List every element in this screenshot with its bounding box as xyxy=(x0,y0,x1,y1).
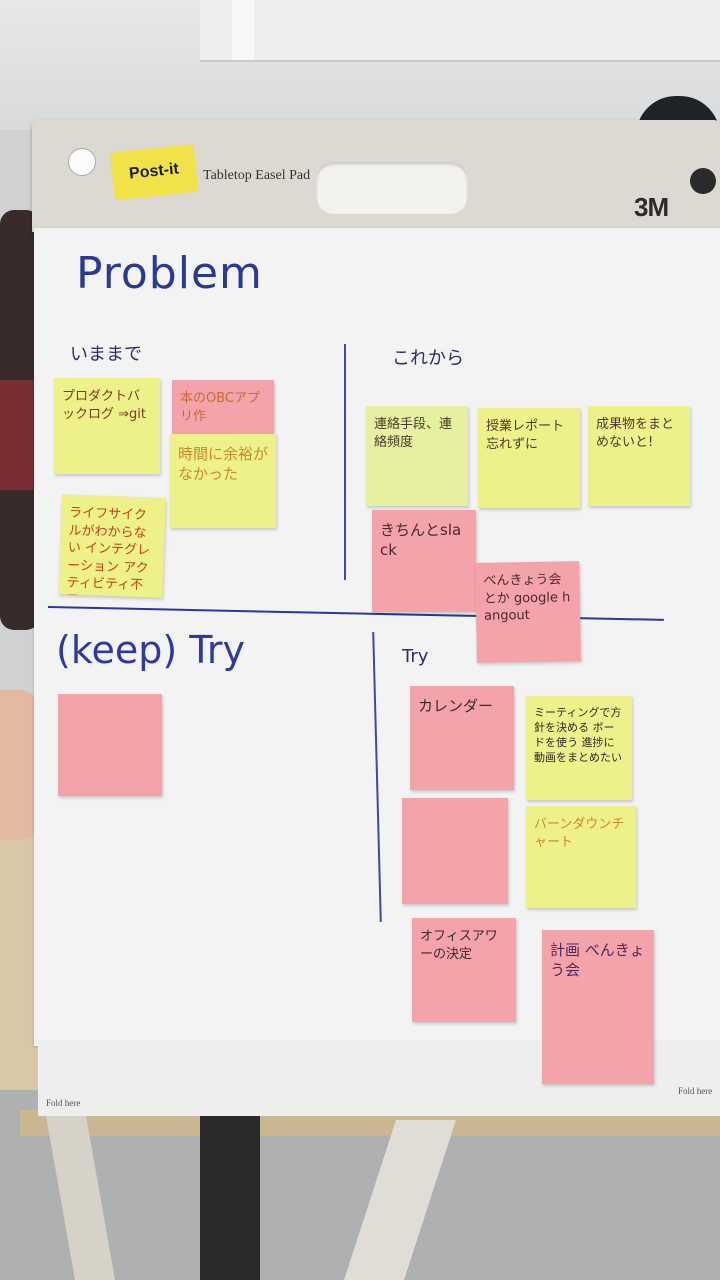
note-text: 本のOBCアプリ作 xyxy=(180,391,260,424)
section-past-label: いままで xyxy=(70,344,142,365)
note-text: 成果物をまとめないと! xyxy=(596,417,675,450)
board-title: Problem xyxy=(76,248,263,299)
fold-label-right: Fold here xyxy=(678,1086,713,1096)
sticky-note[interactable]: バーンダウンチャート xyxy=(526,806,636,908)
note-text: 授業レポート忘れずに xyxy=(486,419,565,452)
note-text: 計画 べんきょう会 xyxy=(550,941,645,980)
sticky-note[interactable]: ライフサイクルがわからない インテグレーション アクティビティ不足 xyxy=(58,494,166,598)
vertical-divider-top xyxy=(344,344,346,580)
person-left-shirt xyxy=(0,380,38,490)
sticky-note[interactable] xyxy=(402,798,508,904)
note-text: バーンダウンチャート xyxy=(534,817,625,850)
right-hole-icon xyxy=(690,168,716,194)
fold-label-left: Fold here xyxy=(46,1098,81,1108)
sticky-note[interactable]: 計画 べんきょう会 xyxy=(542,930,654,1084)
note-text: べんきょう会とか google hangout xyxy=(483,572,571,624)
note-text: オフィスアワーの決定 xyxy=(420,929,498,962)
sticky-note[interactable]: 授業レポート忘れずに xyxy=(478,408,580,508)
carry-handle[interactable] xyxy=(316,162,468,214)
flip-chart-sheet xyxy=(34,228,720,1046)
ceiling-light xyxy=(232,0,254,60)
note-text: ライフサイクルがわからない インテグレーション アクティビティ不足 xyxy=(66,505,151,597)
note-text: ミーティングで方針を決める ボードを使う 進捗に動画をまとめたい xyxy=(534,706,622,764)
sticky-note[interactable]: オフィスアワーの決定 xyxy=(412,918,516,1022)
note-text: カレンダー xyxy=(418,697,494,715)
sticky-note[interactable]: カレンダー xyxy=(410,686,514,790)
sticky-note[interactable]: べんきょう会とか google hangout xyxy=(475,561,581,663)
note-text: プロダクトバックログ ⇒git xyxy=(62,389,146,422)
easel-leg-dark xyxy=(200,1110,260,1280)
person-arm xyxy=(0,690,40,840)
left-hole-icon xyxy=(68,148,96,176)
note-text: きちんとslack xyxy=(380,521,462,560)
section-try-label: Try xyxy=(402,646,429,667)
note-text: 連絡手段、連絡頻度 xyxy=(374,417,453,450)
sticky-note[interactable]: 時間に余裕がなかった xyxy=(170,434,276,528)
note-text xyxy=(402,798,508,818)
section-future-label: これから xyxy=(392,348,464,369)
sticky-note[interactable]: プロダクトバックログ ⇒git xyxy=(54,378,160,474)
note-text xyxy=(58,694,162,714)
sticky-note[interactable]: 連絡手段、連絡頻度 xyxy=(366,406,468,506)
note-text: 時間に余裕がなかった xyxy=(178,445,269,484)
maker-logo: 3M xyxy=(634,192,669,222)
product-name: Tabletop Easel Pad xyxy=(203,168,311,183)
section-keep-try-label: (keep) Try xyxy=(56,628,245,672)
sticky-note[interactable]: 成果物をまとめないと! xyxy=(588,406,690,506)
ceiling-beam xyxy=(200,0,720,62)
post-it-logo: Post-it xyxy=(109,143,199,201)
sticky-note[interactable]: ミーティングで方針を決める ボードを使う 進捗に動画をまとめたい xyxy=(526,696,632,800)
sticky-note[interactable]: きちんとslack xyxy=(372,510,476,612)
sticky-note[interactable] xyxy=(58,694,162,796)
sticky-note[interactable]: 本のOBCアプリ作 xyxy=(172,380,274,436)
